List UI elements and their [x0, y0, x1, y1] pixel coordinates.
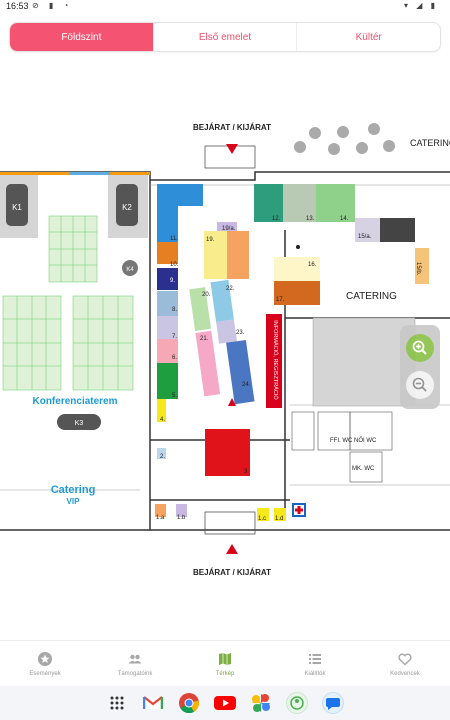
conference-label: Konferenciaterem	[32, 396, 117, 407]
zoom-controls	[400, 325, 440, 409]
entrance-top-arrow	[226, 144, 238, 154]
status-bar: 16:53 ⊘ ▮ ◔ ▾ ◢ ▮	[0, 0, 450, 14]
nav-kiallitok[interactable]: Kiállítók	[270, 641, 360, 686]
booth-15a-label: 15/a.	[358, 234, 372, 240]
status-time: 16:53	[6, 1, 29, 11]
entrance-top-label: BEJÁRAT / KIJÁRAT	[193, 123, 271, 132]
nav-esemenyek-label: Események	[29, 670, 61, 677]
tab-kulter[interactable]: Kültér	[296, 23, 440, 51]
floor-tabs: Földszint Első emelet Kültér	[9, 22, 441, 52]
booth-1c-label: 1.c	[258, 516, 266, 522]
booth-2-label: 2.	[160, 454, 165, 460]
photos-icon[interactable]	[250, 692, 272, 714]
star-icon	[38, 651, 52, 666]
booth-1d-label: 1.d	[275, 516, 283, 522]
booth-20-label: 20.	[202, 292, 211, 298]
apps-grid-icon[interactable]	[106, 692, 128, 714]
status-right-icons: ▾ ◢ ▮	[403, 1, 438, 10]
catering-vip-label-2: VIP	[67, 497, 81, 506]
catering-mid-label: CATERING	[346, 291, 397, 302]
nav-esemenyek[interactable]: Események	[0, 641, 90, 686]
booth-1a-label: 1.a	[156, 515, 165, 521]
booth-16-label: 16.	[308, 262, 317, 268]
wc-ffi-label: FFI. WC	[330, 438, 353, 444]
booth-11-label: 11.	[170, 236, 178, 242]
gmail-icon[interactable]	[142, 692, 164, 714]
booth-4-label: 4.	[160, 417, 165, 423]
booth-14-label: 14.	[340, 216, 349, 222]
booth-7-label: 7.	[172, 334, 177, 340]
booth-5-label: 5.	[172, 393, 177, 399]
entrance-bottom-label: BEJÁRAT / KIJÁRAT	[193, 568, 271, 577]
nav-kedvencek-label: Kedvencek	[390, 670, 420, 677]
messages-icon[interactable]	[322, 692, 344, 714]
tab-foldszint[interactable]: Földszint	[10, 23, 153, 51]
k2-label: K2	[122, 203, 132, 212]
zoom-in-icon	[412, 340, 427, 355]
chrome-icon[interactable]	[178, 692, 200, 714]
tab-elso-emelet[interactable]: Első emelet	[152, 23, 297, 51]
entrance-bottom-arrow	[226, 544, 238, 554]
nav-kedvencek[interactable]: Kedvencek	[360, 641, 450, 686]
wc-noi-label: NŐI WC	[354, 437, 377, 444]
booth-10-label: 10.	[170, 262, 179, 268]
nav-tamogatoink-label: Támogatóink	[117, 670, 153, 677]
people-icon	[128, 654, 142, 663]
booth-11-shape	[157, 184, 203, 242]
nav-kiallitok-label: Kiállítók	[304, 670, 326, 677]
booth-1b-label: 1.b	[177, 515, 186, 521]
booth-19a-label: 19/a.	[222, 226, 236, 232]
booth-19-label: 19.	[206, 237, 215, 243]
booth-3-label: 3	[244, 469, 248, 475]
event-app-icon[interactable]	[286, 692, 308, 714]
bottom-navigation: Események Támogatóink Térkép Kiállítók K…	[0, 640, 450, 686]
wc-mk-label: MK. WC	[352, 466, 375, 472]
youtube-icon[interactable]	[214, 692, 236, 714]
info-registration-label: INFORMÁCIÓ, REGISZTRÁCIÓ	[272, 320, 279, 400]
system-dock	[0, 686, 450, 720]
booth-23-label: 23.	[236, 330, 245, 336]
booth-24-label: 24.	[242, 382, 251, 388]
booth-22-label: 22.	[226, 286, 235, 292]
heart-icon	[398, 653, 412, 665]
zoom-in-button[interactable]	[406, 334, 434, 362]
floor-plan-map[interactable]: BEJÁRAT / KIJÁRAT BEJÁRAT / KIJÁRAT CATE…	[0, 60, 450, 640]
nav-terkep[interactable]: Térkép	[180, 641, 270, 686]
zoom-out-button[interactable]	[406, 371, 434, 399]
zoom-out-icon	[412, 377, 427, 392]
status-left-icons: ⊘ ▮ ◔	[32, 1, 73, 10]
booth-21-label: 21.	[200, 336, 209, 342]
k4-label: K4	[126, 267, 134, 273]
nav-tamogatoink[interactable]: Támogatóink	[90, 641, 180, 686]
nav-terkep-label: Térkép	[215, 670, 235, 677]
booth-8-label: 8.	[172, 307, 177, 313]
k1-label: K1	[12, 203, 22, 212]
booth-9-label: 9.	[170, 278, 175, 284]
booth-12-label: 12.	[272, 216, 281, 222]
k3-label: K3	[75, 420, 84, 427]
floor-plan-svg: BEJÁRAT / KIJÁRAT BEJÁRAT / KIJÁRAT CATE…	[0, 123, 450, 577]
booth-15b-label: 15/b.	[415, 262, 421, 276]
booth-17-label: 17.	[276, 297, 285, 303]
map-icon	[219, 652, 231, 665]
catering-top-label: CATERING	[410, 138, 450, 148]
booth-13-label: 13.	[306, 216, 315, 222]
list-icon	[309, 653, 321, 664]
booth-6-label: 6.	[172, 355, 177, 361]
catering-vip-label-1: Catering	[51, 484, 96, 496]
